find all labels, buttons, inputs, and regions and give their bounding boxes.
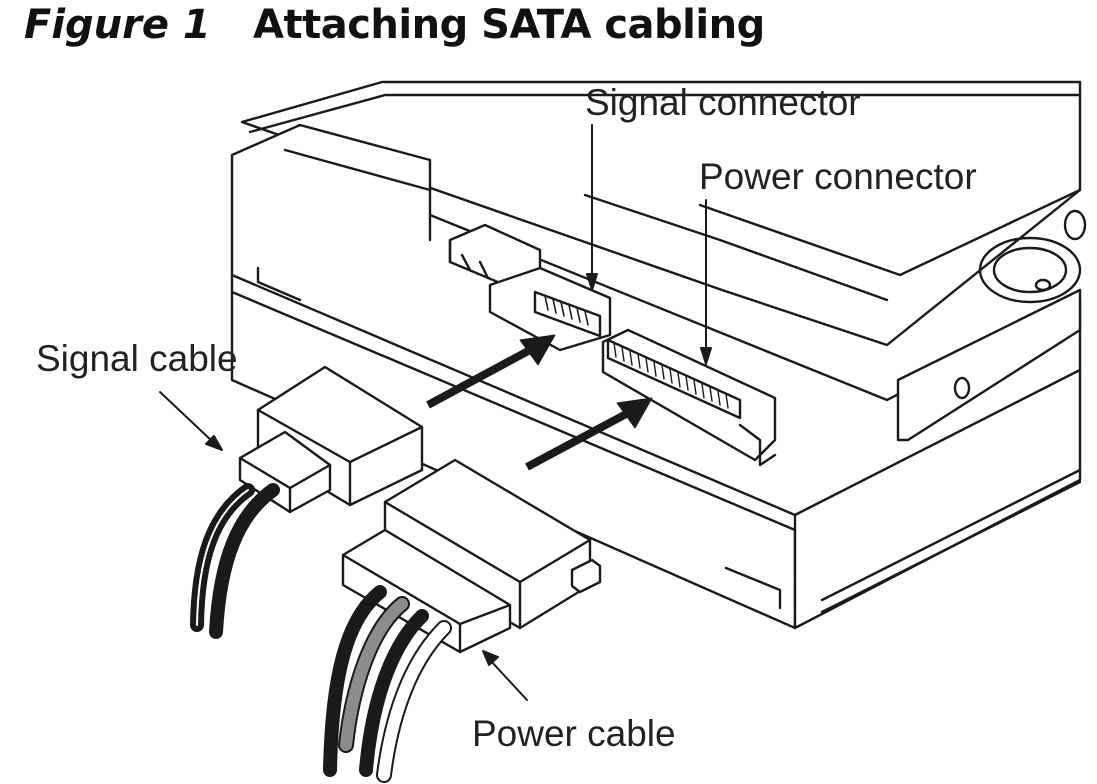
signal-cable-wires	[190, 483, 280, 639]
signal-cable-plug	[238, 365, 424, 514]
power-cable-plug	[341, 458, 602, 654]
hard-drive	[230, 80, 1087, 630]
drive-power-connector	[601, 328, 777, 467]
figure-title: Attaching SATA cabling	[253, 2, 765, 48]
figure-number: Figure 1	[24, 2, 211, 48]
signal-connector-label: Signal connector	[585, 82, 861, 123]
power-cable-wires	[323, 585, 452, 783]
leader-lines	[159, 124, 712, 701]
jumper-block	[448, 223, 542, 287]
power-cable-label: Power cable	[472, 713, 676, 754]
insertion-arrows	[426, 334, 653, 471]
drive-signal-connector	[488, 266, 612, 352]
signal-cable-label: Signal cable	[36, 338, 238, 379]
power-connector-label: Power connector	[699, 156, 977, 197]
